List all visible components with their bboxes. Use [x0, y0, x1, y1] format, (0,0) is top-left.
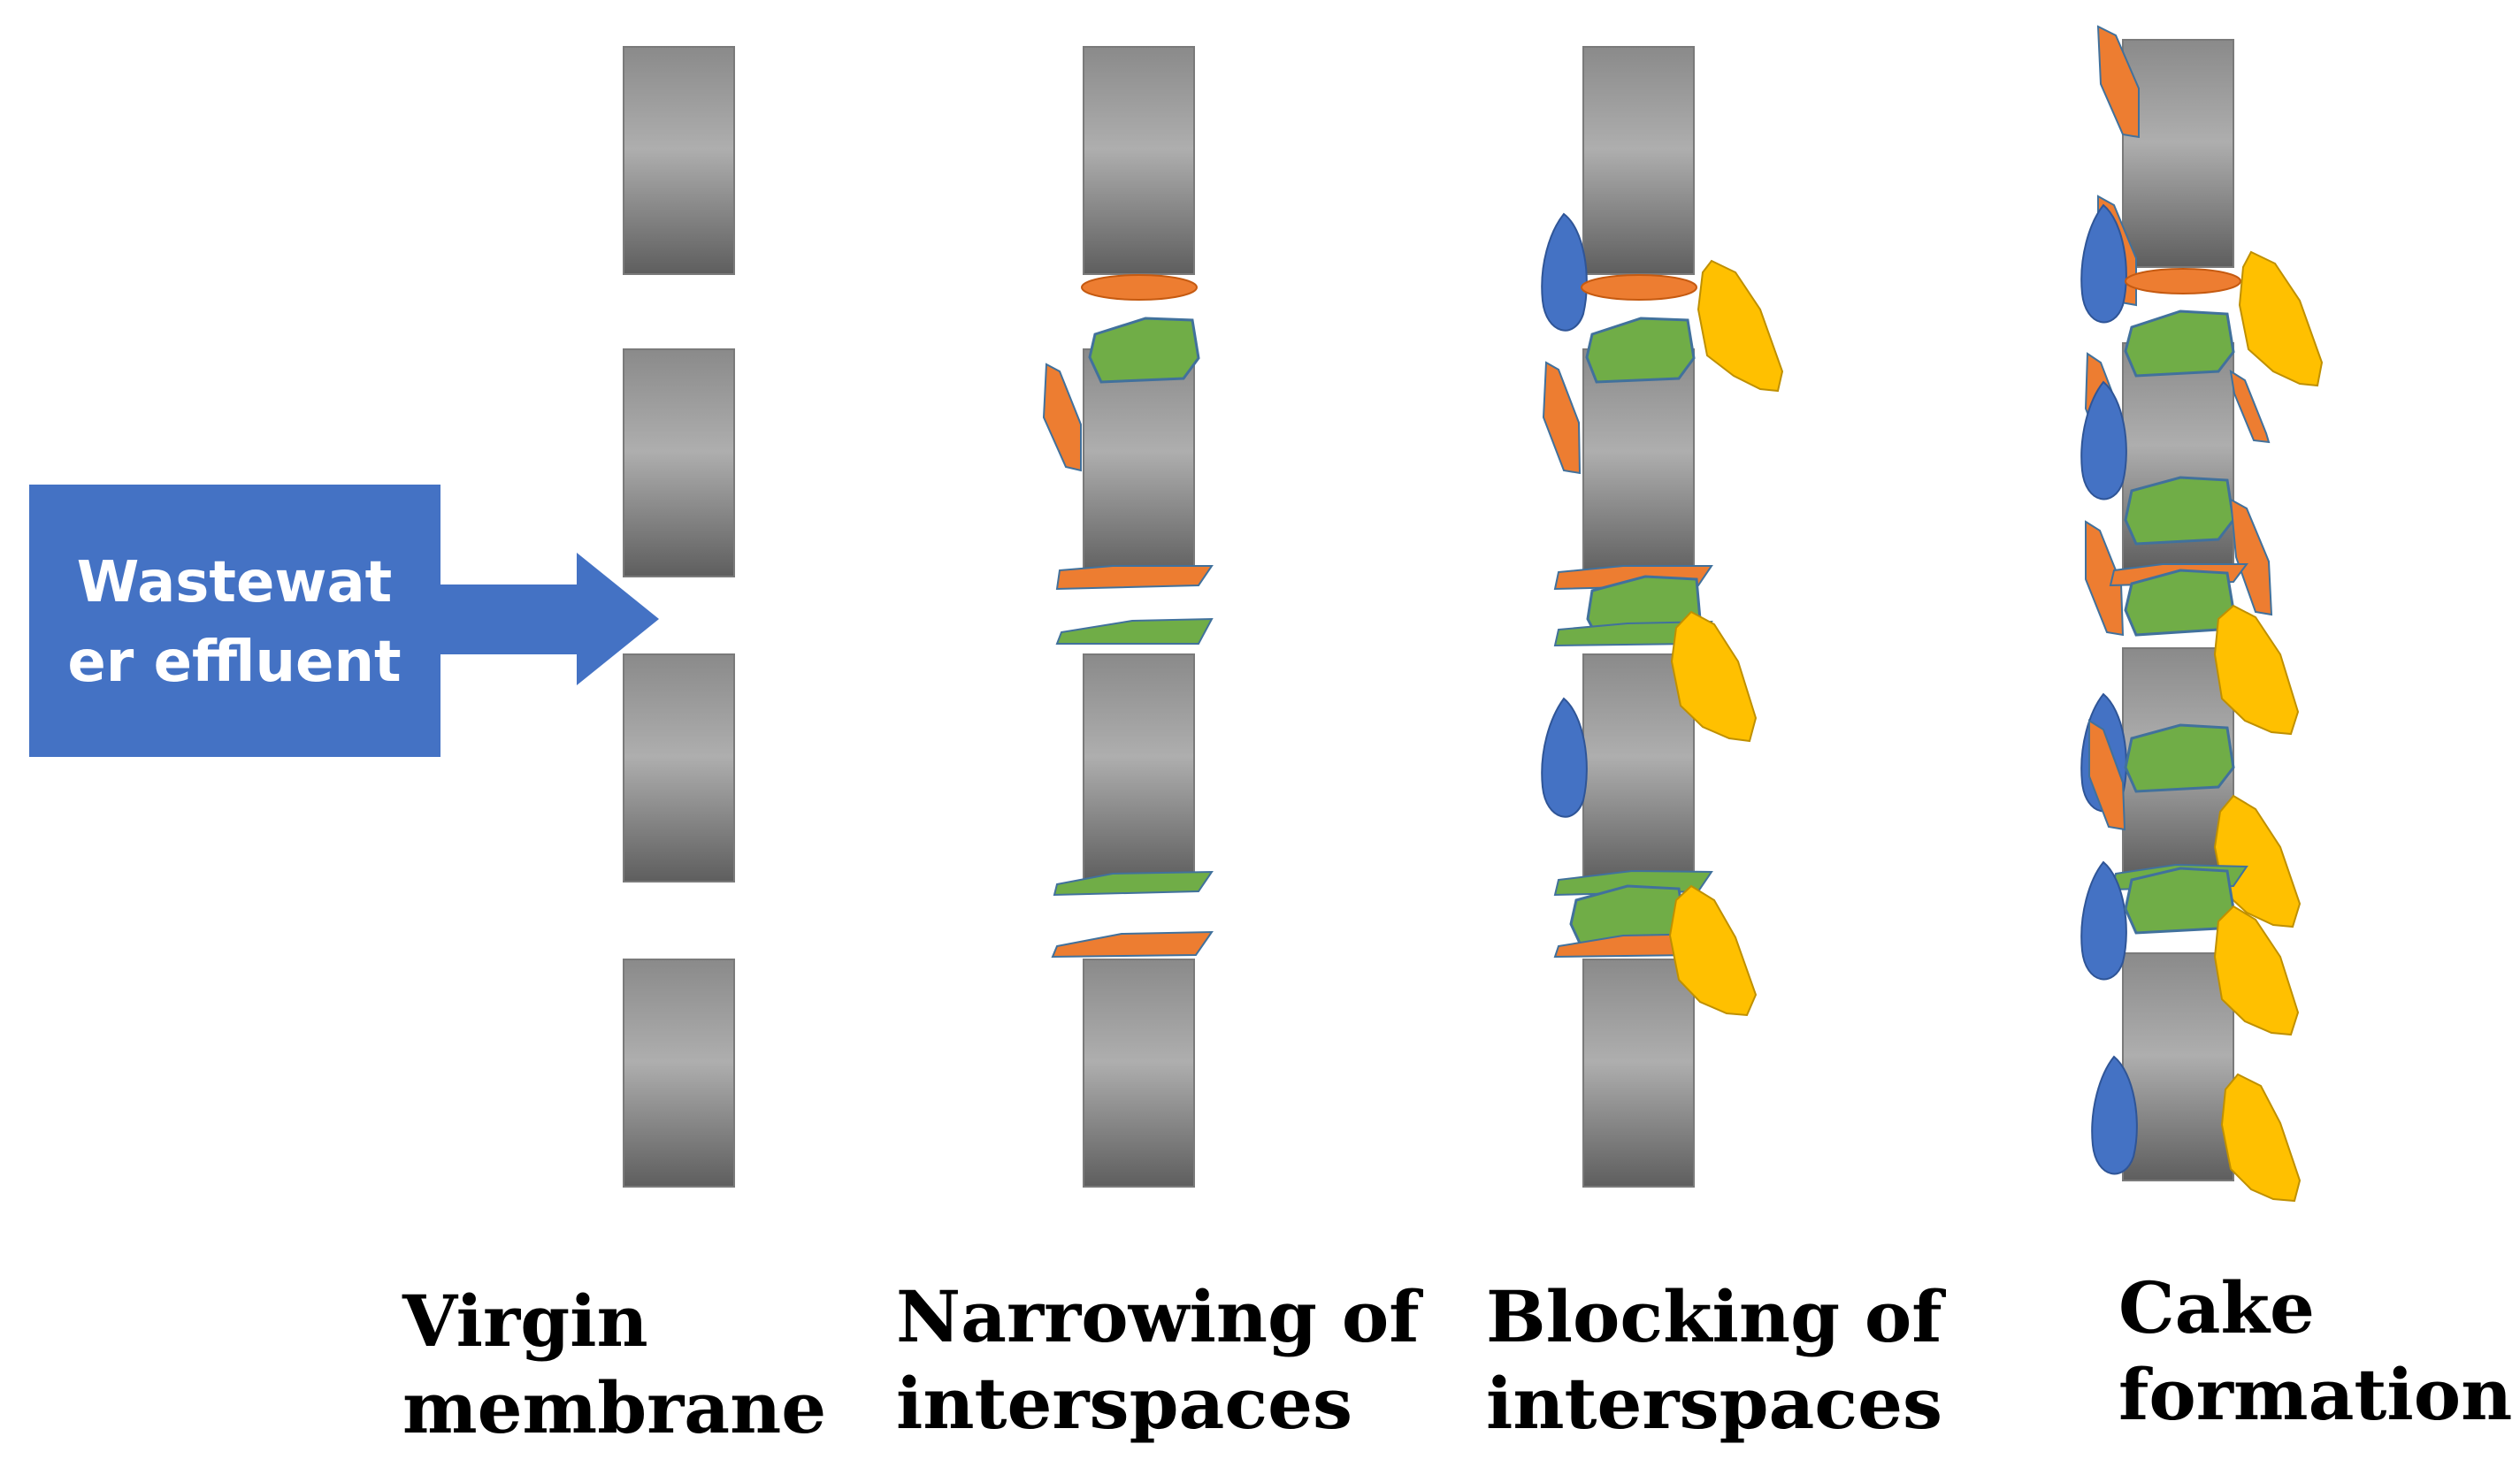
- arrow-label-line2: er effluent: [67, 630, 401, 695]
- orange-foulant: [1581, 274, 1697, 301]
- orange-foulant: [2229, 498, 2273, 616]
- orange-foulant: [1042, 363, 1082, 472]
- membrane-block: [1582, 959, 1695, 1188]
- stage-labels: Virgin membrane Narrowing of interspaces…: [402, 1266, 2512, 1449]
- yellow-foulant: [2213, 604, 2300, 736]
- green-foulant: [2124, 309, 2235, 378]
- yellow-foulant: [2213, 905, 2300, 1036]
- blue-foulant: [2080, 380, 2127, 500]
- green-foulant: [2124, 723, 2235, 793]
- green-foulant: [2124, 476, 2235, 546]
- membrane-block: [2122, 39, 2234, 268]
- arrow-shape: [29, 485, 659, 757]
- blue-foulant: [1541, 697, 1588, 818]
- yellow-foulant: [1697, 259, 1784, 393]
- orange-foulant: [1542, 361, 1582, 475]
- yellow-foulant: [1668, 884, 1758, 1017]
- membrane-block: [623, 653, 735, 882]
- membrane-block: [1582, 653, 1695, 882]
- yellow-foulant: [2238, 250, 2324, 387]
- blue-foulant: [2080, 860, 2127, 981]
- membrane-block: [623, 959, 735, 1188]
- green-foulant: [1585, 317, 1696, 384]
- blue-foulant: [2080, 203, 2127, 324]
- stage-cake-formation: [2080, 25, 2324, 1203]
- orange-foulant: [2096, 25, 2140, 139]
- stage-virgin-membrane: [623, 46, 735, 1188]
- membrane-block: [1582, 46, 1695, 275]
- green-foulant: [1088, 317, 1200, 384]
- orange-foulant: [1055, 565, 1214, 591]
- stage-label-virgin-line2: membrane: [402, 1366, 826, 1449]
- green-foulant: [2124, 867, 2235, 935]
- green-foulant: [1055, 617, 1214, 645]
- stage-label-blocking-line2: interspaces: [1486, 1362, 1942, 1445]
- stage-label-narrowing-line1: Narrowing of: [896, 1275, 1423, 1358]
- orange-foulant: [2125, 268, 2241, 294]
- membrane-block: [1582, 348, 1695, 577]
- blue-foulant: [1541, 212, 1588, 332]
- stage-label-narrowing-line2: interspaces: [896, 1362, 1352, 1445]
- orange-foulant: [1051, 930, 1214, 959]
- membrane-block: [1083, 653, 1195, 882]
- membrane-block: [2122, 952, 2234, 1181]
- yellow-foulant: [2213, 794, 2302, 928]
- wastewater-arrow: Wastewat er effluent: [29, 485, 659, 757]
- stage-label-cake-line2: formation: [2118, 1353, 2512, 1436]
- stage-label-virgin-line1: Virgin: [402, 1280, 648, 1363]
- orange-foulant: [2229, 369, 2271, 444]
- blue-foulant: [2091, 1055, 2138, 1175]
- arrow-label-line1: Wastewat: [77, 550, 393, 615]
- membrane-block: [1083, 348, 1195, 577]
- stage-label-cake-line1: Cake: [2118, 1266, 2315, 1349]
- orange-foulant: [1081, 274, 1198, 301]
- stage-blocking: [1541, 46, 1784, 1188]
- orange-foulant: [2088, 719, 2126, 831]
- yellow-foulant: [2220, 1073, 2302, 1203]
- membrane-block: [1083, 46, 1195, 275]
- membrane-block: [623, 348, 735, 577]
- membrane-block: [1083, 959, 1195, 1188]
- green-foulant: [1053, 870, 1214, 897]
- yellow-foulant: [1670, 610, 1758, 743]
- stage-label-blocking-line1: Blocking of: [1486, 1275, 1946, 1358]
- membrane-block: [623, 46, 735, 275]
- stage-narrowing: [1042, 46, 1214, 1188]
- orange-foulant: [2085, 520, 2125, 637]
